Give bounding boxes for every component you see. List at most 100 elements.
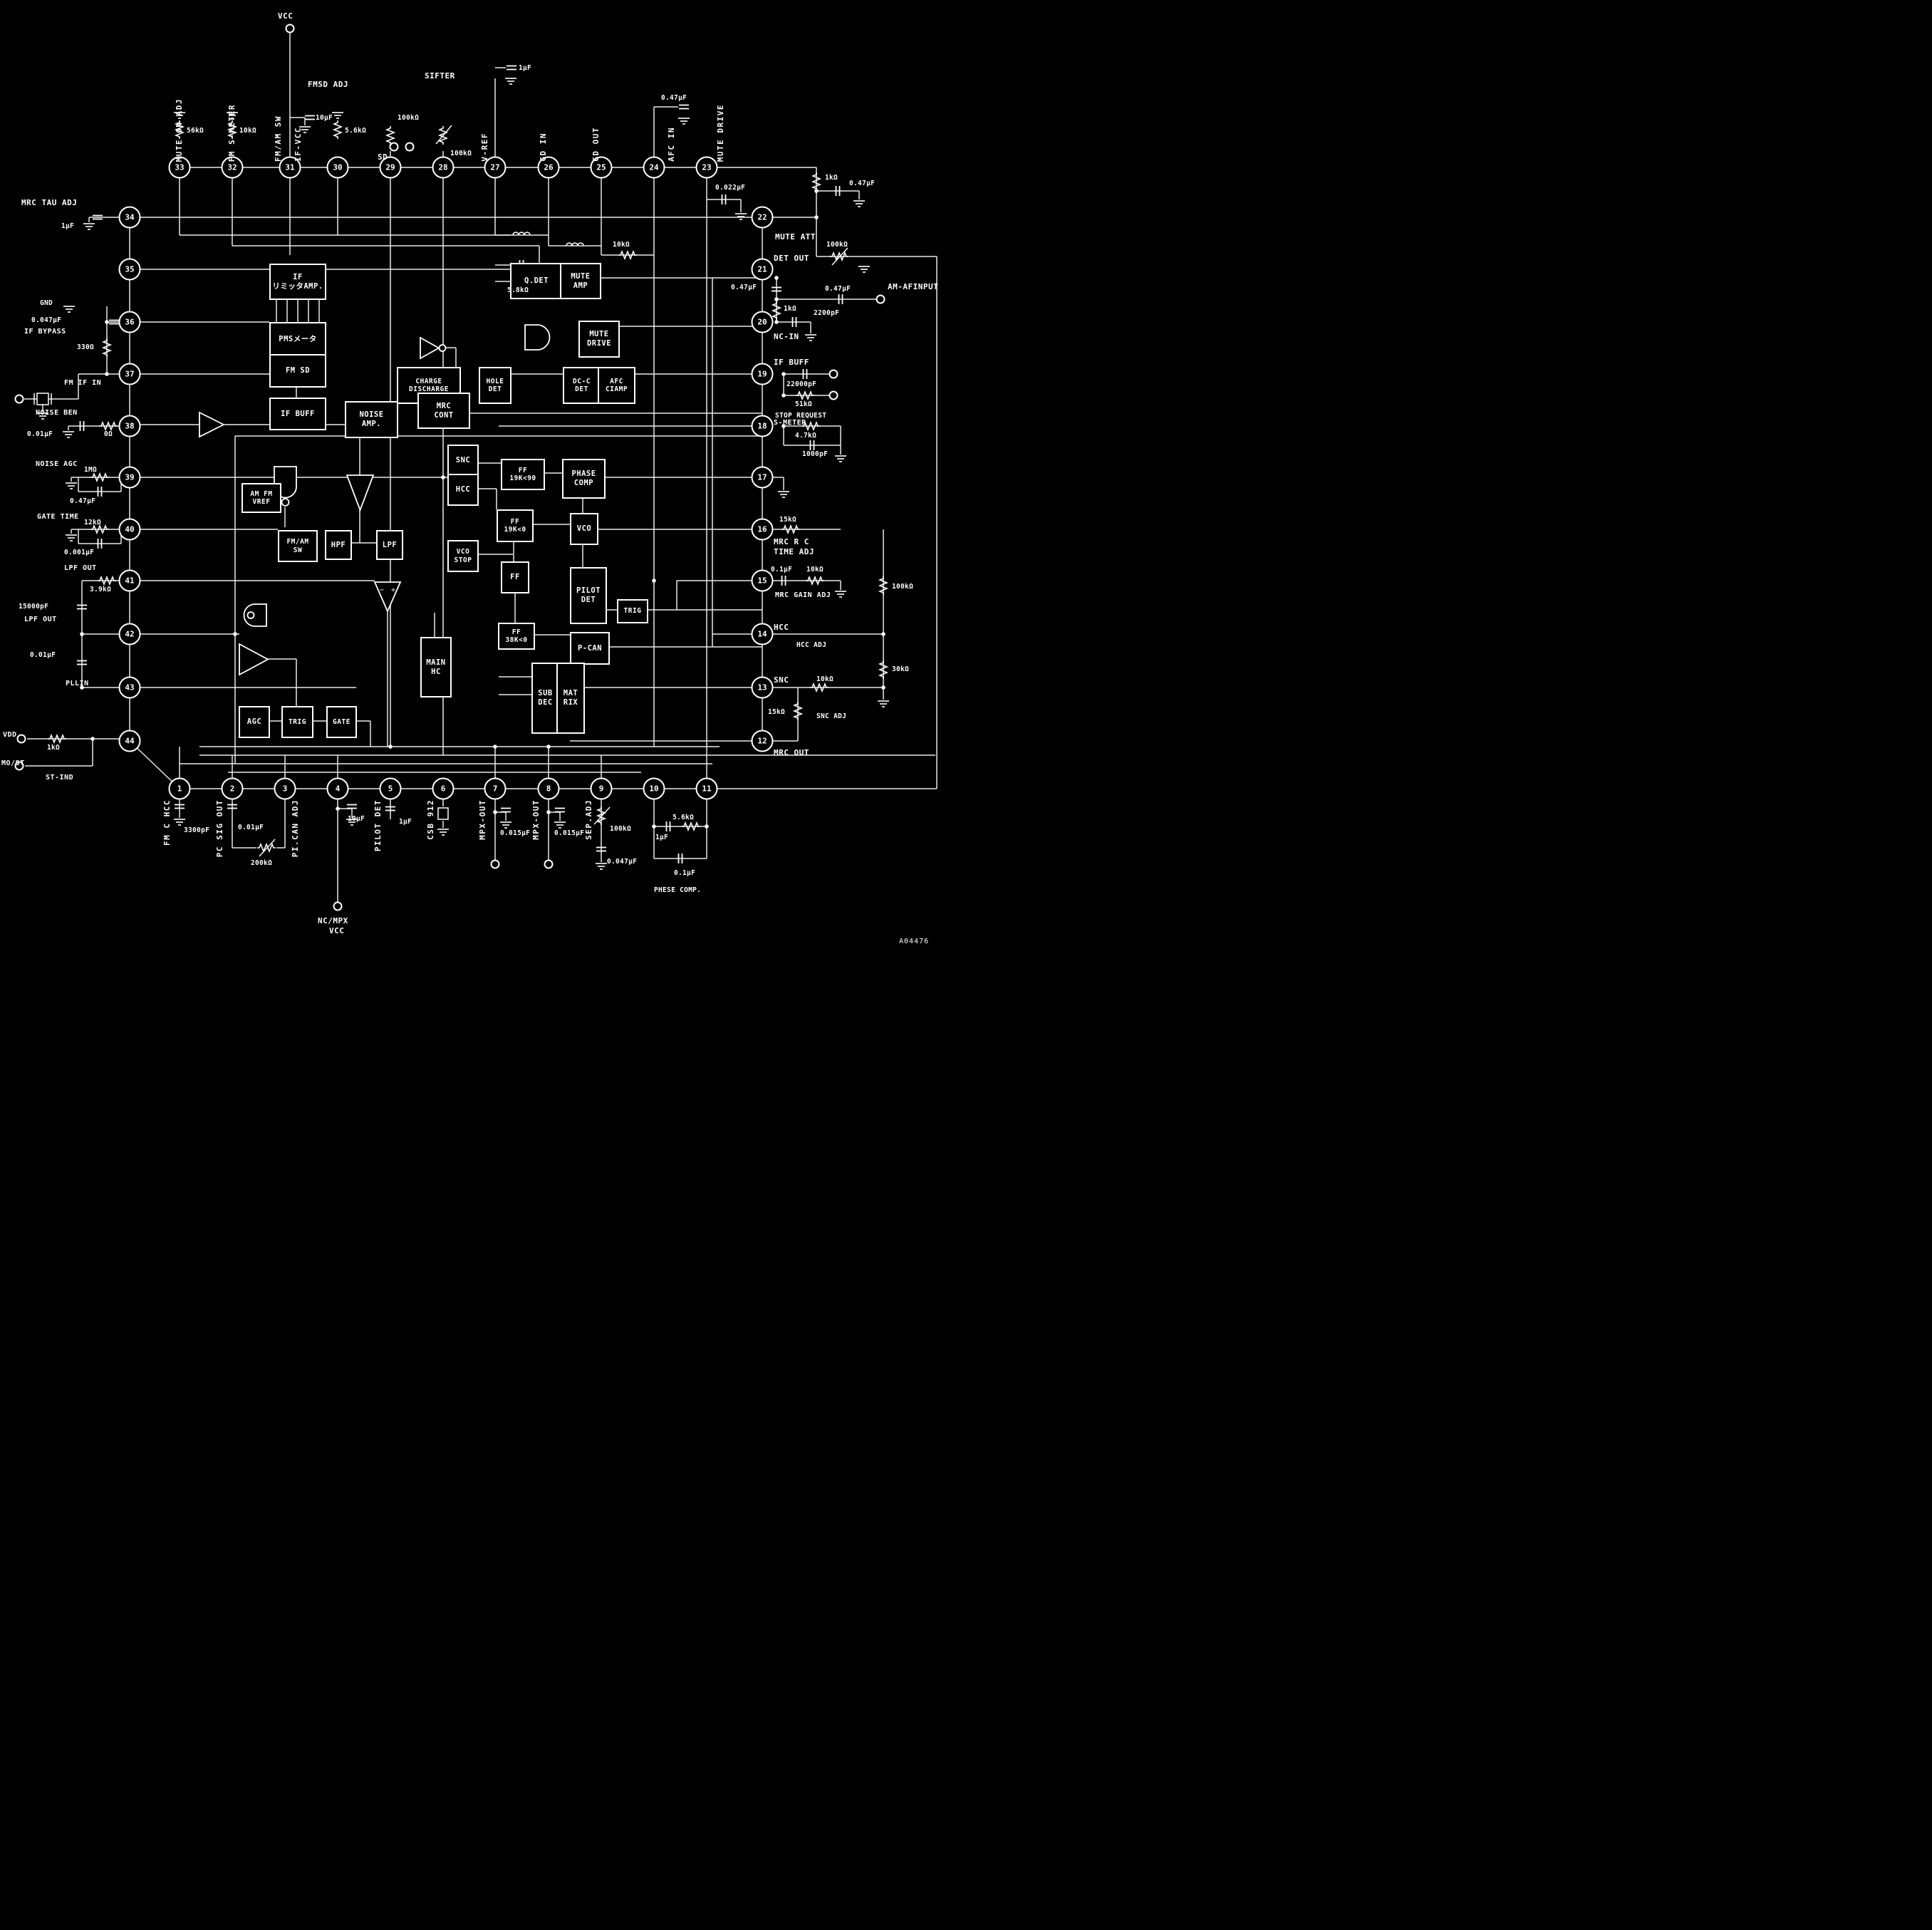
- doc-number: A04476: [899, 938, 930, 945]
- buffer-amp: [199, 411, 226, 438]
- p22-value3: 100kΩ: [826, 241, 848, 249]
- p26-value: 5.8kΩ: [507, 286, 529, 294]
- pin-37-label: FM IF IN: [64, 379, 102, 387]
- nand-gate-left: [243, 603, 267, 627]
- pin-25-label: GD OUT: [591, 127, 601, 162]
- p21-value1: 0.47µF: [731, 284, 757, 291]
- pin-36-label: IF BYPASS: [24, 328, 66, 336]
- p7-value: 0.015µF: [500, 829, 531, 837]
- sd-label: SD: [378, 152, 388, 162]
- p13-value2: 15kΩ: [768, 708, 786, 716]
- p33-value: 56kΩ: [187, 127, 204, 135]
- pin-32: 32: [221, 156, 244, 179]
- pin-21-label: DET OUT: [774, 254, 809, 263]
- block-trig-right: TRIG: [617, 599, 648, 623]
- pin-19-label: IF BUFF: [774, 358, 809, 367]
- vcc-terminal-label: VCC: [278, 11, 294, 21]
- p23-value: 0.022µF: [715, 184, 746, 192]
- p24-value1: 10kΩ: [613, 241, 630, 249]
- pin-34-label: MRC TAU ADJ: [21, 198, 78, 207]
- pin-20-label: NC-IN: [774, 332, 799, 341]
- pin-20: 20: [751, 311, 774, 333]
- p1-value: 3300pF: [184, 826, 210, 834]
- p16-value: 15kΩ: [779, 516, 797, 524]
- pin-16-label2: TIME ADJ: [774, 547, 814, 556]
- block-gate: GATE: [326, 706, 357, 738]
- pin-40: 40: [118, 518, 141, 541]
- p21-value2: 0.47µF: [825, 285, 851, 293]
- p19-value2: 51kΩ: [795, 400, 813, 408]
- p8-value: 0.015µF: [554, 829, 585, 837]
- p34-value: 1µF: [61, 222, 75, 230]
- down-amp: [346, 474, 375, 512]
- pin-1-label: FM C HCC: [162, 799, 172, 846]
- p19-value3: STOP REQUEST: [775, 412, 827, 420]
- p38-value1: 0.01µF: [27, 430, 53, 438]
- pin-3-label: PI.CAN ADJ: [291, 799, 300, 858]
- pin-22-label: MUTE ATT: [775, 232, 816, 242]
- block-pms-meter: PMSメータ: [269, 322, 326, 357]
- pin-37: 37: [118, 363, 141, 385]
- pin-5: 5: [379, 777, 402, 800]
- p36-gnd: GND: [40, 299, 53, 307]
- pin-41: 41: [118, 569, 141, 592]
- pin-23: 23: [695, 156, 718, 179]
- pin-8: 8: [537, 777, 560, 800]
- pin-7-label: MPX-OUT: [478, 799, 487, 840]
- p39-value2: 0.47µF: [70, 497, 96, 505]
- p22-value1: 1kΩ: [825, 174, 838, 182]
- pin-13-label: SNC: [774, 675, 789, 685]
- schematic-canvas: − + 33 32 31 30 29 28 27 26 25 24 23 34 …: [0, 0, 966, 965]
- pin-11: 11: [695, 777, 718, 800]
- pin-21: 21: [751, 258, 774, 281]
- pin-36: 36: [118, 311, 141, 333]
- pin-22: 22: [751, 206, 774, 229]
- p21-value3: 1kΩ: [784, 305, 797, 313]
- am-af-input-label: AM-AFINPUT: [888, 282, 939, 291]
- fmsd-adj-label: FMSD ADJ: [308, 80, 348, 89]
- left-wires: [24, 217, 762, 789]
- p19-value1: 22000pF: [786, 380, 817, 388]
- block-agc: AGC: [239, 706, 270, 738]
- pin-12-label: MRC OUT: [774, 748, 809, 757]
- p4-value: 10µF: [348, 815, 365, 823]
- pin-14: 14: [751, 623, 774, 645]
- mo-st-label: MO/ST: [1, 759, 25, 767]
- block-vco: VCO: [570, 513, 598, 545]
- pin-9-label: SEP.ADJ: [584, 799, 593, 840]
- comparator-plus: +: [391, 586, 395, 594]
- p30-value: 5.6kΩ: [345, 127, 367, 135]
- p36-value1: 0.047µF: [31, 316, 62, 324]
- p5-value: 1µF: [399, 818, 412, 826]
- pin-33: 33: [168, 156, 191, 179]
- p42-value: 0.01µF: [30, 651, 56, 659]
- pin-18-label: S-METER: [774, 419, 806, 427]
- block-if-buff: IF BUFF: [269, 398, 326, 430]
- block-q-det: Q.DET: [510, 263, 563, 299]
- p18-value2: 1000pF: [802, 450, 829, 458]
- pin-31: 31: [279, 156, 301, 179]
- block-wires: [267, 296, 583, 747]
- pin-27-label: V-REF: [480, 133, 489, 162]
- comparator: [373, 581, 402, 613]
- block-hcc: HCC: [447, 474, 479, 506]
- pin-2: 2: [221, 777, 244, 800]
- pin-1: 1: [168, 777, 191, 800]
- pin-42: 42: [118, 623, 141, 645]
- pin-28: 28: [432, 156, 455, 179]
- pin-44: 44: [118, 730, 141, 752]
- pin-31-label: FM/AM SW: [274, 115, 283, 162]
- p14-value1: HCC ADJ: [796, 641, 827, 649]
